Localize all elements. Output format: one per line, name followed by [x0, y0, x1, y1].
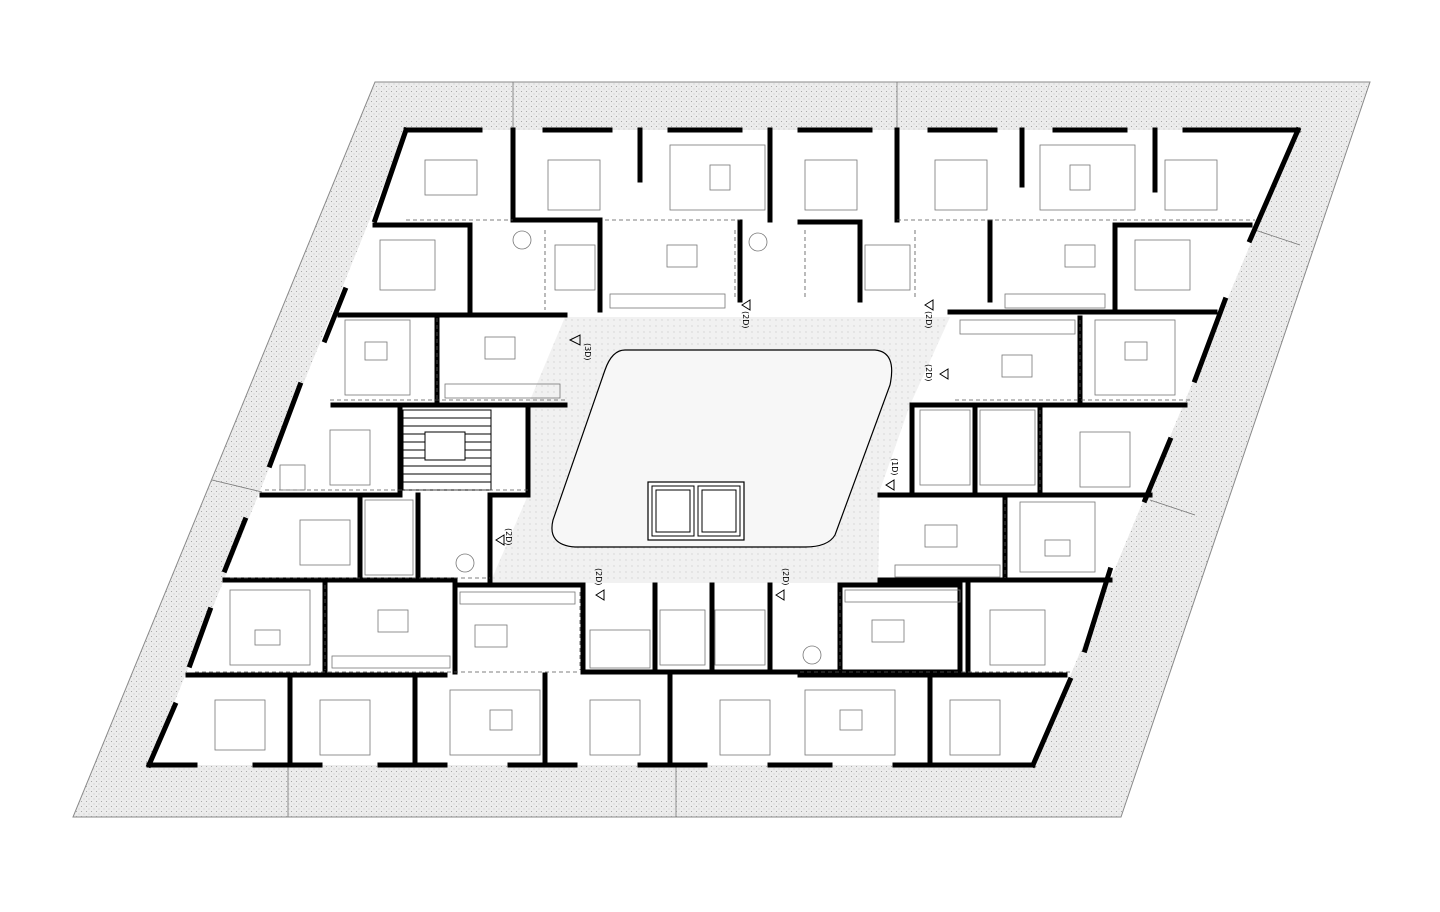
stairwell	[402, 409, 492, 491]
unit-marker-4: (2D)	[924, 364, 949, 382]
unit-label-2d-right-upper: (2D)	[924, 364, 933, 382]
unit-label-2d-bottom-left: (2D)	[594, 568, 603, 586]
unit-marker-2: (2D)	[741, 299, 751, 329]
unit-label-2d-bottom-right: (2D)	[781, 568, 790, 586]
unit-marker-8: (2D)	[775, 568, 790, 601]
unit-marker-3: (2D)	[924, 299, 934, 329]
furniture	[214, 144, 1218, 756]
unit-label-2d-top-right: (2D)	[924, 311, 933, 329]
unit-marker-6: (2D)	[495, 528, 513, 546]
courtyard	[551, 349, 893, 548]
unit-marker-5: (1D)	[885, 458, 899, 491]
unit-marker-1: (3D)	[568, 334, 592, 361]
elevator-core	[647, 481, 745, 541]
unit-markers: (3D) (2D) (2D) (2D) (1D) (2D) (2D) (2D)	[495, 299, 949, 601]
unit-label-3d-left: (3D)	[583, 343, 592, 361]
unit-label-1d: (1D)	[890, 458, 899, 476]
walls	[145, 126, 1302, 769]
dashed-openings	[195, 219, 1255, 673]
unit-label-2d-top-left: (2D)	[741, 311, 750, 329]
unit-label-2d-left-lower: (2D)	[504, 528, 513, 546]
unit-marker-7: (2D)	[594, 568, 605, 601]
